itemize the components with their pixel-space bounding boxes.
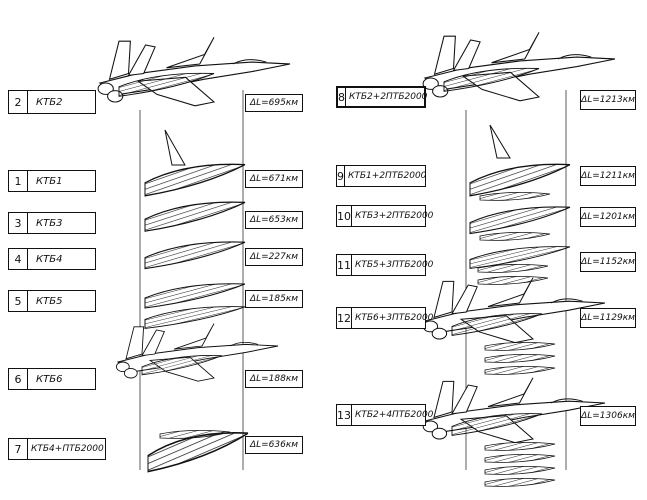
conformal-tank-drawing [144, 283, 246, 309]
variant-code: КТБ2 [36, 96, 63, 108]
variant-label-box: 12 КТБ6+3ПТБ2000 [336, 307, 433, 329]
aircraft-drawing [164, 129, 186, 166]
drop-tank-drawing [484, 477, 556, 487]
variant-label-box: 5 КТБ5 [8, 290, 96, 312]
drop-tank-drawing [484, 353, 556, 363]
drop-tank-drawing [484, 453, 556, 463]
variant-label-box: 9 КТБ1+2ПТБ2000 [336, 165, 426, 187]
conformal-tank-drawing [144, 241, 246, 270]
variant-code: КТБ4 [36, 253, 63, 265]
drop-tank-drawing [484, 341, 556, 351]
variant-number: 10 [337, 206, 352, 226]
range-delta-box: ΔL=1152км [580, 252, 636, 272]
conformal-tank-drawing [469, 206, 571, 235]
range-delta-box: ΔL=695км [245, 94, 303, 112]
range-delta-box: ΔL=188км [245, 370, 303, 388]
variant-number: 4 [9, 249, 28, 269]
range-delta-box: ΔL=1213км [580, 90, 636, 110]
conformal-tank-drawing [147, 432, 249, 473]
variant-number: 11 [337, 255, 352, 275]
variant-number: 9 [337, 166, 345, 186]
drop-tank-drawing [479, 231, 551, 241]
range-delta-box: ΔL=636км [245, 436, 303, 454]
conformal-tank-drawing [144, 163, 246, 197]
conformal-tank-drawing [144, 306, 246, 329]
range-delta-box: ΔL=1129км [580, 308, 636, 328]
variant-number: 12 [337, 308, 352, 328]
range-delta-box: ΔL=1201км [580, 207, 636, 227]
variant-label-box: 1 КТБ1 [8, 170, 96, 192]
range-delta-box: ΔL=653км [245, 211, 303, 229]
variant-number: 13 [337, 405, 352, 425]
range-delta-box: ΔL=671км [245, 170, 303, 188]
variant-code: КТБ6+3ПТБ2000 [355, 313, 434, 323]
variant-number: 3 [9, 213, 28, 233]
variant-label-box: 7 КТБ4+ПТБ2000 [8, 438, 106, 460]
variant-number: 8 [338, 88, 346, 106]
variant-label-box: 6 КТБ6 [8, 368, 96, 390]
variant-code: КТБ1+2ПТБ2000 [348, 171, 427, 181]
drop-tank-drawing [484, 465, 556, 475]
variant-number: 1 [9, 171, 28, 191]
variant-code: КТБ5+3ПТБ2000 [355, 260, 434, 270]
drop-tank-drawing [484, 365, 556, 375]
variant-label-box: 11 КТБ5+3ПТБ2000 [336, 254, 433, 276]
drop-tank-drawing [484, 441, 556, 451]
range-delta-box: ΔL=1211км [580, 166, 636, 186]
drop-tank-drawing [479, 191, 551, 201]
variant-label-box: 8 КТБ2+2ПТБ2000 [336, 86, 428, 108]
variant-code: КТБ5 [36, 295, 63, 307]
conformal-tank-drawing [469, 163, 571, 197]
variant-code: КТБ2+2ПТБ2000 [349, 92, 428, 102]
variant-label-box: 3 КТБ3 [8, 212, 96, 234]
variant-number: 7 [9, 439, 28, 459]
range-delta-box: ΔL=185км [245, 290, 303, 308]
variant-code: КТБ6 [36, 373, 63, 385]
variant-label-box: 10 КТБ3+2ПТБ2000 [336, 205, 433, 227]
drop-tank-drawing [477, 275, 549, 285]
aircraft-drawing [422, 277, 606, 344]
range-delta-box: ΔL=227км [245, 248, 303, 266]
aircraft-drawing [422, 377, 606, 444]
variant-code: КТБ4+ПТБ2000 [31, 444, 104, 454]
variant-code: КТБ1 [36, 175, 63, 187]
aircraft-drawing [489, 124, 511, 159]
variant-number: 5 [9, 291, 28, 311]
variant-number: 2 [9, 91, 28, 113]
variant-label-box: 13 КТБ2+4ПТБ2000 [336, 404, 433, 426]
variant-label-box: 4 КТБ4 [8, 248, 96, 270]
variant-code: КТБ3+2ПТБ2000 [355, 211, 434, 221]
variant-number: 6 [9, 369, 28, 389]
variant-label-box: 2 КТБ2 [8, 90, 96, 114]
range-delta-box: ΔL=1306км [580, 406, 636, 426]
conformal-tank-drawing [144, 201, 246, 232]
variant-code: КТБ2+4ПТБ2000 [355, 410, 434, 420]
variant-code: КТБ3 [36, 217, 63, 229]
